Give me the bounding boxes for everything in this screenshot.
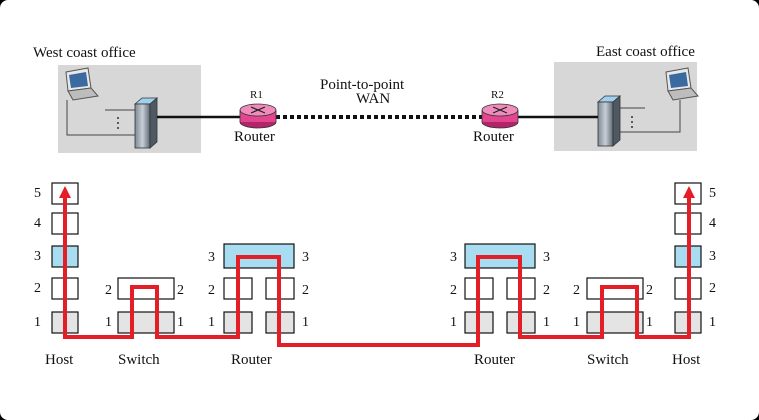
left-host-layer-5-number: 5	[34, 186, 41, 201]
device-label-right-router: Router	[474, 352, 515, 368]
west-switch-icon	[133, 97, 159, 149]
data-path	[63, 196, 691, 347]
left-host-layer-1-number: 1	[34, 315, 41, 330]
west-laptop-icon	[65, 67, 99, 101]
right-switch-layer-1-right-number: 1	[646, 315, 653, 330]
right-switch-layer-2-right-number: 2	[646, 283, 653, 298]
router-r2-icon	[481, 103, 519, 129]
router-left-label: Router	[234, 129, 275, 145]
router-right-label: Router	[473, 129, 514, 145]
left-switch-layer-1-left-number: 1	[105, 315, 112, 330]
left-switch-layer-2-left-number: 2	[105, 283, 112, 298]
left-router-layer-3-right-number: 3	[302, 250, 309, 265]
right-host-layer-4-number: 4	[709, 216, 716, 231]
right-router-layer-3-left-number: 3	[450, 250, 457, 265]
left-router-layer-1-left-number: 1	[208, 315, 215, 330]
right-host-layer-1-number: 1	[709, 315, 716, 330]
router-r1-label: R1	[250, 89, 263, 101]
left-arrowhead-icon	[59, 186, 71, 198]
router-r1-icon	[239, 103, 277, 129]
wan-label-line2: WAN	[356, 91, 391, 107]
right-router-layer-2-left-number: 2	[450, 283, 457, 298]
router-r2-label: R2	[491, 89, 504, 101]
right-router-layer-2-right-number: 2	[543, 283, 550, 298]
left-host-layer-4-number: 4	[34, 216, 41, 231]
left-router-layer-2-left-number: 2	[208, 283, 215, 298]
left-switch-layer-1-right-number: 1	[177, 315, 184, 330]
right-switch-layer-1-left-number: 1	[573, 315, 580, 330]
right-router-layer-1-left-number: 1	[450, 315, 457, 330]
wan-label-line1: Point-to-point	[320, 77, 405, 93]
device-label-right-host: Host	[672, 352, 701, 368]
west-ellipsis-icon	[117, 117, 119, 129]
west-office-label: West coast office	[33, 45, 136, 61]
device-label-left-switch: Switch	[118, 352, 160, 368]
device-label-left-router: Router	[231, 352, 272, 368]
right-router-layer-1-right-number: 1	[543, 315, 550, 330]
right-router-layer-3-right-number: 3	[543, 250, 550, 265]
west-lan-cable	[66, 100, 135, 136]
device-label-right-switch: Switch	[587, 352, 629, 368]
east-ellipsis-icon	[631, 116, 633, 128]
right-host-layer-3-number: 3	[709, 249, 716, 264]
left-switch-layer-1	[117, 311, 175, 334]
east-switch-icon	[596, 95, 622, 147]
device-label-left-host: Host	[45, 352, 74, 368]
left-host-layer-2-number: 2	[34, 281, 41, 296]
east-lan-cable	[615, 100, 681, 133]
right-host-layer-5-number: 5	[709, 186, 716, 201]
right-switch-layer-1	[586, 311, 644, 334]
east-office-label: East coast office	[596, 44, 695, 60]
left-router-layer-1-right-number: 1	[302, 315, 309, 330]
left-host-layer-3-number: 3	[34, 249, 41, 264]
left-router-layer-3-left-number: 3	[208, 250, 215, 265]
right-arrowhead-icon	[683, 186, 695, 198]
right-switch-layer-2-left-number: 2	[573, 283, 580, 298]
east-laptop-icon	[665, 67, 699, 101]
left-switch-layer-2-right-number: 2	[177, 283, 184, 298]
right-host-layer-2-number: 2	[709, 281, 716, 296]
left-router-layer-2-right-number: 2	[302, 283, 309, 298]
